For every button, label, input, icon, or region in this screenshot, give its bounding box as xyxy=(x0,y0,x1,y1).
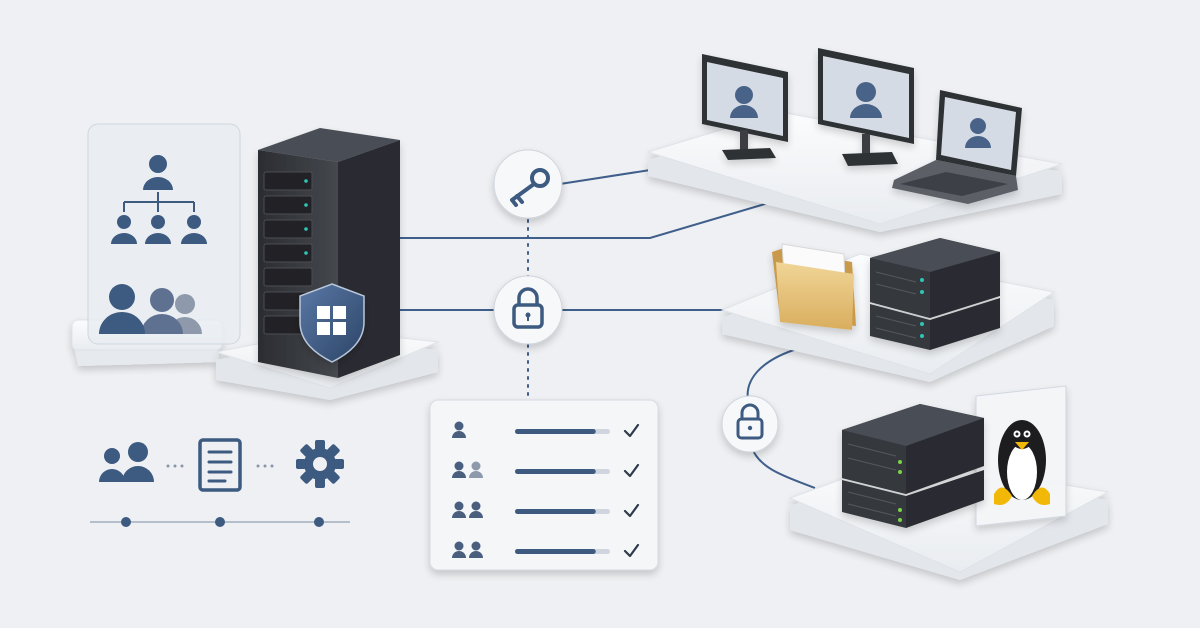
org-chart-icon xyxy=(111,155,207,244)
shield-icon xyxy=(299,283,365,363)
check-icon xyxy=(623,423,640,438)
desktop-monitor-1 xyxy=(702,54,788,160)
user-avatar-icon xyxy=(850,82,882,118)
linux-penguin-icon xyxy=(994,420,1050,505)
permission-level-bar xyxy=(515,549,596,554)
server-status-leds xyxy=(304,179,308,255)
lock-node xyxy=(493,275,563,345)
workflow-dots xyxy=(166,464,274,468)
permission-row xyxy=(452,421,640,438)
permission-list-card xyxy=(429,399,659,571)
laptop xyxy=(892,90,1022,204)
check-icon xyxy=(623,543,640,558)
permission-level-bar xyxy=(515,469,596,474)
timeline-node xyxy=(215,517,225,527)
users-pair-icon xyxy=(452,541,483,558)
user-avatar-icon xyxy=(965,118,991,148)
link-fileserver-to-lock2 xyxy=(746,347,801,401)
file-server-stack xyxy=(870,238,1000,350)
permission-row xyxy=(452,501,640,518)
document-icon xyxy=(198,438,242,492)
gear-icon xyxy=(296,440,344,488)
lock-icon xyxy=(512,287,544,329)
users-group-icon xyxy=(99,284,202,334)
user-icon xyxy=(452,421,466,438)
timeline-node xyxy=(314,517,324,527)
windows-logo-icon xyxy=(317,306,346,335)
linux-server-stack xyxy=(842,404,984,528)
server-status-leds xyxy=(920,278,924,338)
permission-level-bar xyxy=(515,509,596,514)
workflow-users-icon xyxy=(99,442,154,482)
users-pair-icon xyxy=(452,501,483,518)
timeline-node xyxy=(121,517,131,527)
lock-icon xyxy=(736,403,764,440)
folder-icon xyxy=(772,243,856,330)
key-icon xyxy=(510,168,550,207)
lock-node-secondary xyxy=(721,395,779,453)
link-lock2-to-linux xyxy=(751,447,816,489)
key-node xyxy=(493,149,563,219)
users-pair-icon xyxy=(452,461,483,478)
permission-row xyxy=(452,541,640,558)
check-icon xyxy=(623,463,640,478)
desktop-monitor-2 xyxy=(818,48,914,166)
permission-row xyxy=(452,461,640,478)
permission-list xyxy=(452,421,640,558)
check-icon xyxy=(623,503,640,518)
workflow-timeline xyxy=(90,517,350,527)
server-status-leds xyxy=(898,460,902,522)
permission-level-bar xyxy=(515,429,596,434)
user-avatar-icon xyxy=(730,86,758,118)
